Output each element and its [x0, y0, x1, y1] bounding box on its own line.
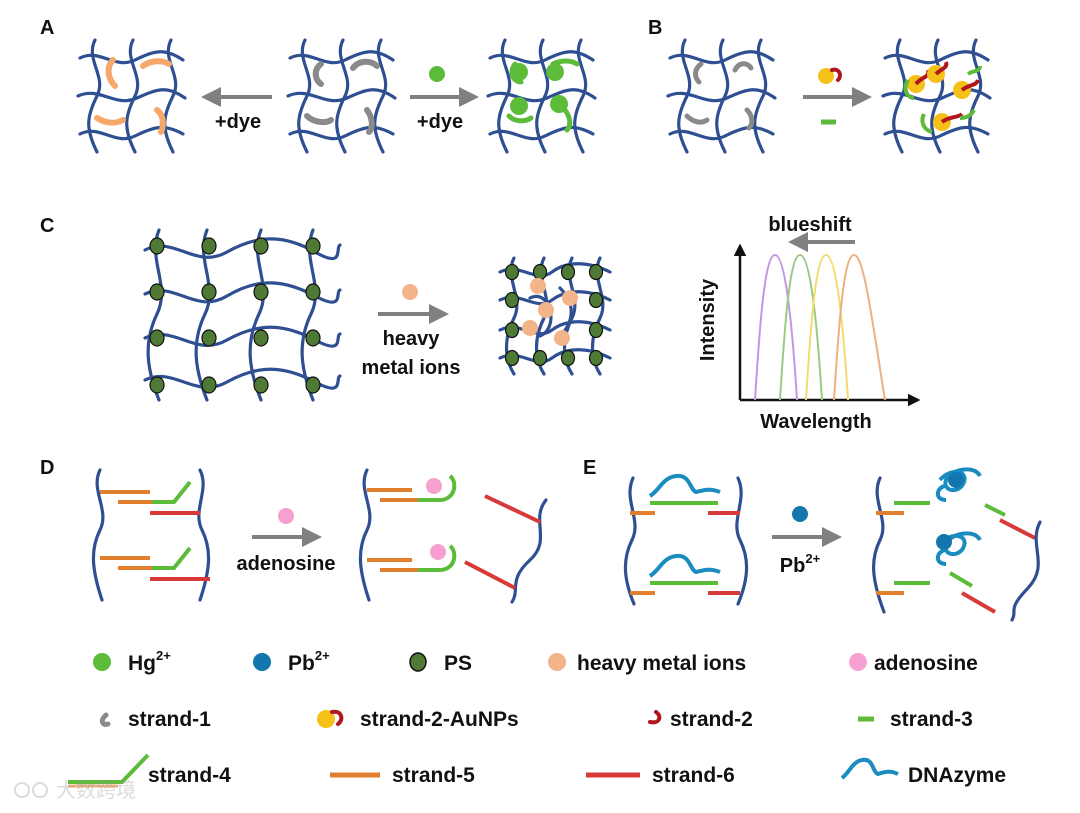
panel-label-a: A [40, 17, 54, 39]
pb-ion-icon [792, 506, 808, 522]
panel-label-b: B [648, 17, 662, 39]
spectrum-peak-green [779, 253, 823, 401]
legend-dnazyme-label: DNAzyme [908, 764, 1006, 787]
network-ps-large [143, 228, 342, 402]
legend-strand-5-label: strand-5 [392, 764, 475, 787]
legend-heavy-metal-icon [548, 653, 566, 671]
arrow-label-heavy: heavy [383, 328, 441, 350]
spectrum-plot: blueshift Intensity Wavelength [697, 214, 921, 433]
legend-hg-label: Hg2+ [128, 648, 171, 675]
legend-strand-2-label: strand-2 [670, 708, 753, 731]
arrow-label-metal-ions: metal ions [362, 357, 461, 379]
legend: Hg2+ Pb2+ PS heavy metal ions adenosine … [68, 648, 1006, 788]
network-strand-1-b [666, 38, 777, 154]
legend-strand-2-icon [648, 710, 662, 725]
network-ps-contracted [498, 256, 612, 376]
arrow-label-pb: Pb2+ [780, 551, 821, 577]
arrow-label-dye-right: +dye [417, 111, 463, 133]
legend-adenosine-label: adenosine [874, 652, 978, 675]
legend-dnazyme-icon [840, 757, 899, 780]
legend-ps-label: PS [444, 652, 472, 675]
spectrum-xlabel: Wavelength [760, 411, 872, 433]
hydrogel-strand-4-5-6 [91, 468, 211, 602]
spectrum-peak-yellow [805, 253, 849, 401]
hydrogel-dnazyme [623, 473, 749, 606]
arrow-label-dye-left: +dye [215, 111, 261, 133]
strand-2-aunp-reagent [818, 67, 842, 84]
watermark-text: 大数跨境 [56, 778, 136, 802]
network-hg-bound [486, 38, 597, 154]
panel-label-e: E [583, 457, 596, 479]
legend-strand-2-aunps-label: strand-2-AuNPs [360, 708, 519, 731]
adenosine-icon [278, 508, 294, 524]
arrow-label-adenosine: adenosine [237, 553, 336, 575]
spectrum-peak-purple [754, 253, 798, 401]
legend-pb-icon [253, 653, 271, 671]
hydrogel-dissociated-e [872, 467, 1042, 622]
spectrum-peak-orange [833, 253, 886, 401]
network-aunp-bound [881, 38, 992, 154]
legend-hg-icon [93, 653, 111, 671]
legend-pb-label: Pb2+ [288, 648, 330, 675]
network-dye-orange [76, 38, 187, 154]
legend-ps-icon [409, 652, 427, 672]
legend-strand-3-label: strand-3 [890, 708, 973, 731]
watermark: 大数跨境 [14, 778, 136, 802]
legend-strand-6-label: strand-6 [652, 764, 735, 787]
blueshift-label: blueshift [768, 214, 852, 236]
legend-adenosine-icon [849, 653, 867, 671]
legend-strand-4-icon [68, 753, 150, 784]
heavy-metal-ion-icon [402, 284, 418, 300]
legend-strand-4-label: strand-4 [148, 764, 231, 787]
legend-strand-1-label: strand-1 [128, 708, 211, 731]
network-strand-1 [286, 38, 397, 154]
panel-label-d: D [40, 457, 54, 479]
hydrogel-dissociated-d [358, 468, 548, 604]
legend-strand-1-icon [99, 712, 111, 727]
legend-heavy-metal-label: heavy metal ions [577, 652, 746, 675]
hg-ion-icon [429, 66, 445, 82]
legend-strand-2-aunps-icon [317, 709, 344, 728]
panel-label-c: C [40, 215, 54, 237]
spectrum-ylabel: Intensity [697, 278, 719, 361]
